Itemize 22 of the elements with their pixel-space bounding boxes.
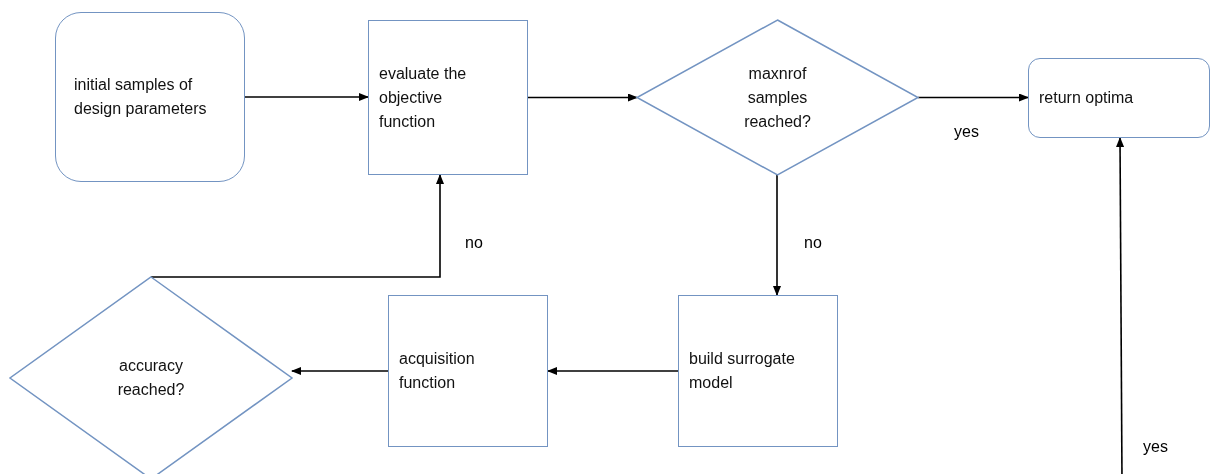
- arrow: [547, 367, 679, 375]
- node-label: evaluate the objective function: [379, 63, 468, 132]
- terminal-box: [55, 12, 245, 182]
- arrow: [291, 367, 389, 375]
- decision-diamond: [637, 20, 918, 175]
- arrow: [527, 93, 638, 102]
- arrow: [773, 174, 781, 296]
- process-box: [678, 295, 838, 447]
- node-label: build surrogate model: [689, 349, 796, 393]
- arrow: [1116, 137, 1125, 474]
- process-box: [368, 20, 528, 175]
- node-label: initial samples of design parameters: [74, 75, 208, 119]
- node-label: acquisition function: [399, 349, 476, 393]
- node-label: accuracy reached?: [116, 356, 186, 400]
- arrow: [244, 93, 369, 101]
- node-label: return optima: [1039, 88, 1134, 108]
- process-box: [388, 295, 548, 447]
- decision-diamond: [10, 277, 292, 474]
- arrow: [917, 93, 1029, 102]
- arrow: [150, 174, 444, 278]
- node-label: maxnrof samples reached?: [743, 63, 812, 132]
- terminal-box: [1028, 58, 1210, 138]
